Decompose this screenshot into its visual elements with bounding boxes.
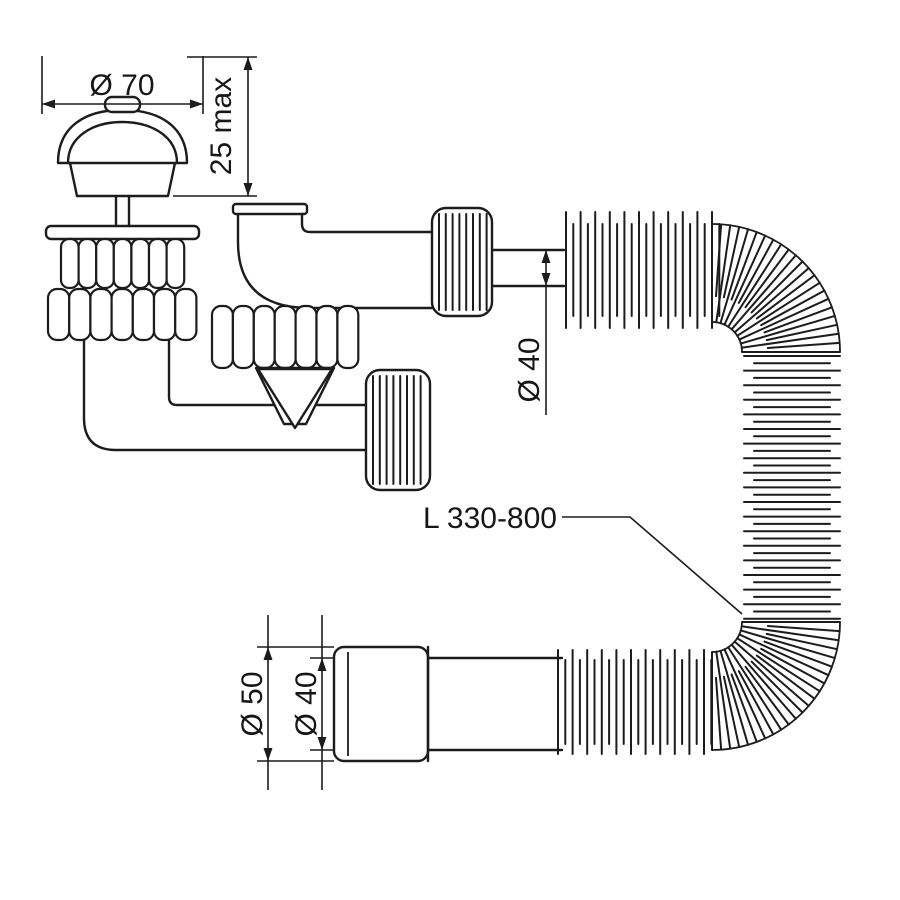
drain-elbow-pipe — [82, 338, 370, 452]
tee-coupling-nut — [210, 304, 360, 370]
plug-dome-inner-lip — [66, 120, 179, 165]
plug-height-label: 25 max — [205, 77, 238, 175]
hose-tail-pipe — [490, 248, 566, 288]
outlet-nut — [364, 368, 432, 492]
funnel-cone — [256, 367, 334, 430]
dim-40-bottom-arrow-up — [317, 658, 327, 671]
dim-40-top-arrow-down — [541, 273, 551, 286]
hose-bottom-right-bend — [711, 621, 841, 751]
hose-nut-body — [430, 206, 494, 318]
overflow-elbow — [231, 202, 434, 310]
hose-bottom-bend-inner-arc — [711, 621, 743, 653]
dim-50-arrow-down — [263, 748, 273, 761]
dim-70-arrow-left — [42, 99, 55, 109]
elbow-end-cap — [231, 202, 309, 216]
plug-stem — [114, 194, 131, 228]
inlet-pipe-diameter-label: Ø 40 — [513, 337, 546, 402]
hose-top-straight — [565, 211, 721, 329]
dim-25-arrow-down — [243, 183, 253, 196]
plug-diameter-label: Ø 70 — [89, 69, 154, 102]
dim-25-lines — [173, 56, 257, 197]
hose-vertical-straight — [743, 355, 841, 620]
outlet-socket-diameter-label: Ø 50 — [236, 671, 269, 736]
dim-50-arrow-up — [263, 647, 273, 660]
drain-backnut — [46, 287, 198, 342]
outlet-nut-threads — [372, 375, 422, 485]
hose-top-bend-inner-arc — [711, 321, 743, 353]
dim-25-arrow-up — [243, 57, 253, 70]
corrugated-hose — [557, 211, 841, 755]
overflow-elbow-body — [236, 212, 434, 310]
hose-bottom-straight — [557, 649, 713, 755]
plug-flange — [44, 224, 201, 241]
outlet-pipe-diameter-label: Ø 40 — [290, 671, 323, 736]
plug-dome — [56, 108, 189, 165]
plug-body — [68, 161, 177, 198]
dimensions: Ø 70 25 max Ø 40 L 330-800 Ø 50 Ø 40 — [41, 56, 743, 790]
outlet-connector — [332, 645, 564, 763]
plug-crown-ring — [59, 237, 186, 290]
tee-funnel — [254, 366, 336, 430]
drain-plug-assembly — [44, 95, 370, 452]
outlet-pipe — [426, 645, 564, 763]
hose-length-label: L 330-800 — [423, 502, 557, 535]
hose-length-leader — [562, 516, 743, 615]
hose-nut-threads — [438, 213, 488, 311]
dim-70-arrow-right — [190, 99, 203, 109]
hose-connection-nut — [430, 206, 494, 318]
hose-top-right-bend — [711, 223, 841, 353]
dim-40-top-arrow-up — [541, 250, 551, 263]
dim-40-bottom-arrow-down — [317, 737, 327, 750]
dim-70-lines — [41, 56, 204, 114]
